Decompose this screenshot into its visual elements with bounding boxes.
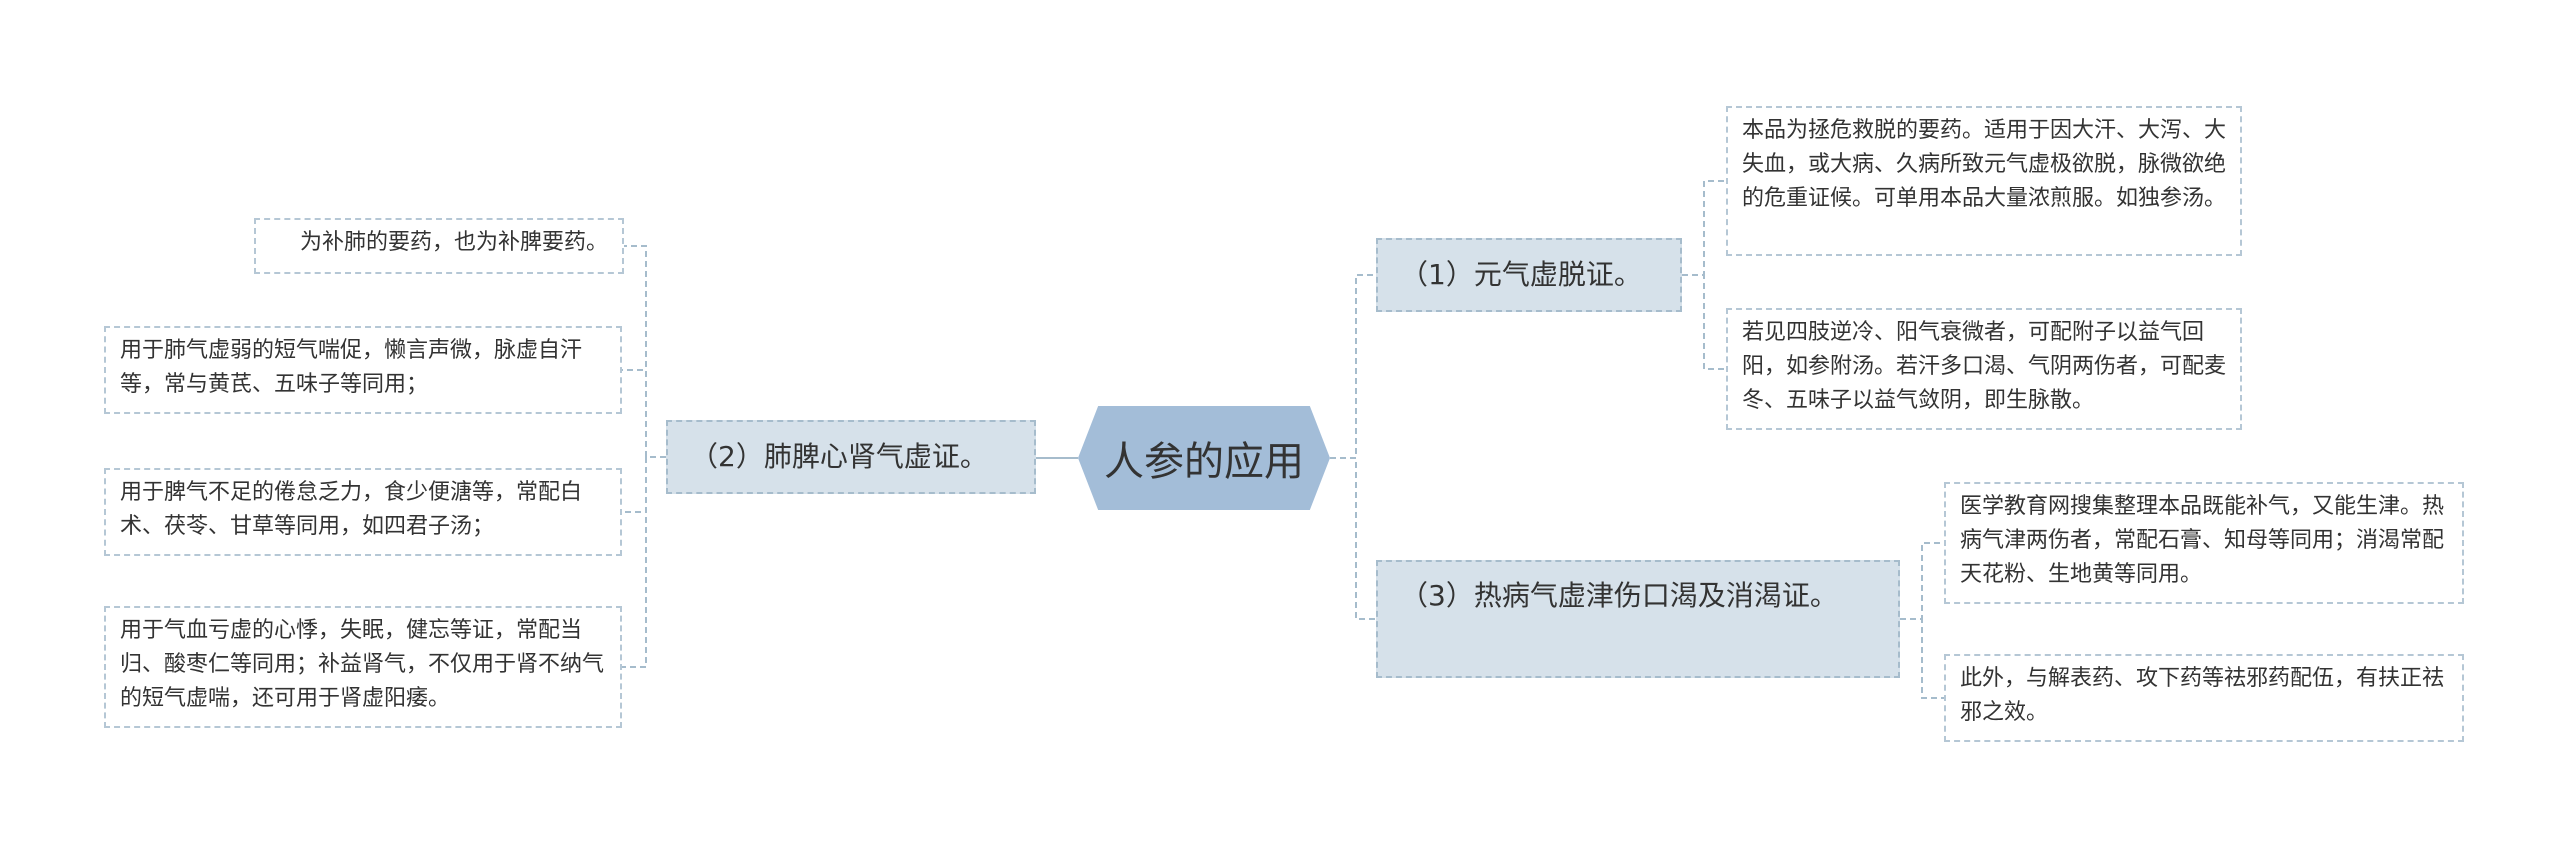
connector-root-b1: [1330, 274, 1376, 459]
branch-label: （1）元气虚脱证。: [1400, 258, 1642, 291]
leaf-text: 本品为拯危救脱的要药。适用于因大汗、大泻、大失血，或大病、久病所致元气虚极欲脱，…: [1742, 118, 2227, 211]
branch-label: （2）肺脾心肾气虚证。: [690, 440, 988, 473]
leaf-text: 用于气血亏虚的心悸，失眠，健忘等证，常配当归、酸枣仁等同用；补益肾气，不仅用于肾…: [120, 618, 605, 711]
branch-node-feipi[interactable]: （2）肺脾心肾气虚证。: [666, 420, 1036, 494]
connector-root-b3: [1330, 457, 1376, 620]
leaf-node[interactable]: 用于气血亏虚的心悸，失眠，健忘等证，常配当归、酸枣仁等同用；补益肾气，不仅用于肾…: [104, 606, 622, 728]
connector-b2-l7: [622, 456, 666, 513]
leaf-text: 为补肺的要药，也为补脾要药。: [299, 230, 608, 255]
leaf-node[interactable]: 用于脾气不足的倦怠乏力，食少便溏等，常配白术、茯苓、甘草等同用，如四君子汤；: [104, 468, 622, 556]
leaf-node[interactable]: 本品为拯危救脱的要药。适用于因大汗、大泻、大失血，或大病、久病所致元气虚极欲脱，…: [1726, 106, 2242, 256]
connector-b3-l3: [1900, 542, 1944, 620]
leaf-text: 用于肺气虚弱的短气喘促，懒言声微，脉虚自汗等，常与黄芪、五味子等同用；: [120, 338, 583, 397]
leaf-node[interactable]: 用于肺气虚弱的短气喘促，懒言声微，脉虚自汗等，常与黄芪、五味子等同用；: [104, 326, 622, 414]
connector-b3-l4: [1900, 618, 1944, 699]
leaf-text: 医学教育网搜集整理本品既能补气，又能生津。热病气津两伤者，常配石膏、知母等同用；…: [1960, 494, 2445, 587]
leaf-text: 若见四肢逆冷、阳气衰微者，可配附子以益气回阳，如参附汤。若汗多口渴、气阴两伤者，…: [1742, 320, 2227, 413]
root-node[interactable]: 人参的应用: [1078, 406, 1330, 510]
leaf-node[interactable]: 此外，与解表药、攻下药等祛邪药配伍，有扶正祛邪之效。: [1944, 654, 2464, 742]
branch-node-yuanqi[interactable]: （1）元气虚脱证。: [1376, 238, 1682, 312]
leaf-node[interactable]: 若见四肢逆冷、阳气衰微者，可配附子以益气回阳，如参附汤。若汗多口渴、气阴两伤者，…: [1726, 308, 2242, 430]
leaf-node[interactable]: 医学教育网搜集整理本品既能补气，又能生津。热病气津两伤者，常配石膏、知母等同用；…: [1944, 482, 2464, 604]
branch-label: （3）热病气虚津伤口渴及消渴证。: [1400, 579, 1838, 612]
root-label: 人参的应用: [1104, 439, 1304, 485]
connector-b1-l1: [1682, 180, 1726, 276]
connector-b2-l6: [622, 369, 666, 458]
branch-node-rebing[interactable]: （3）热病气虚津伤口渴及消渴证。: [1376, 560, 1900, 678]
connector-b1-l2: [1682, 274, 1726, 370]
leaf-text: 此外，与解表药、攻下药等祛邪药配伍，有扶正祛邪之效。: [1960, 666, 2445, 725]
connector-b2-l8: [622, 456, 666, 668]
leaf-node[interactable]: 为补肺的要药，也为补脾要药。: [254, 218, 624, 274]
leaf-text: 用于脾气不足的倦怠乏力，食少便溏等，常配白术、茯苓、甘草等同用，如四君子汤；: [120, 480, 583, 539]
